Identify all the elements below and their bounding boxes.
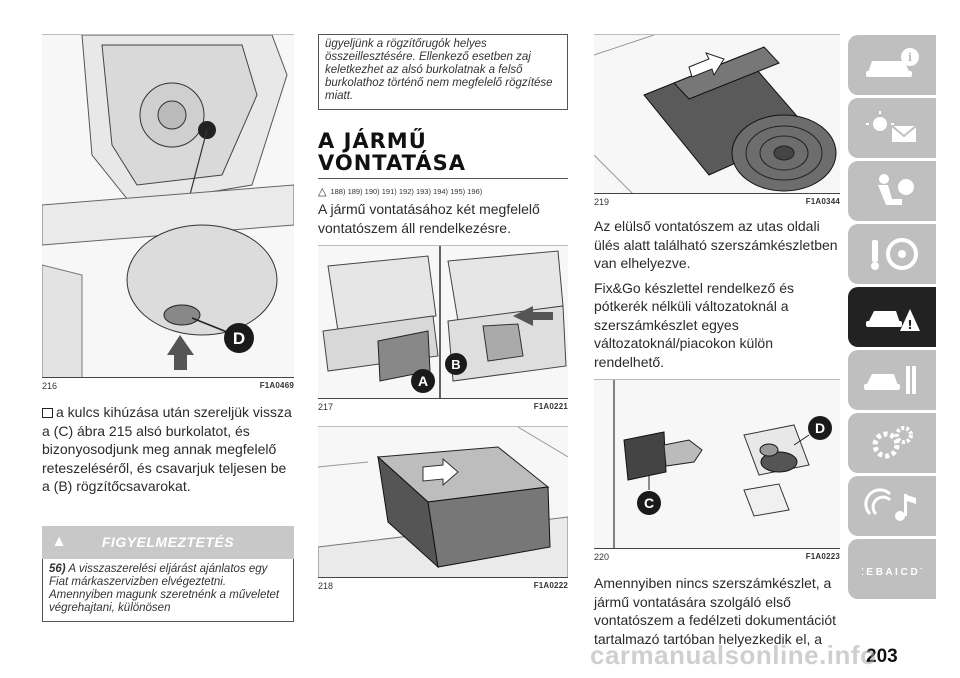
warning-triangle-icon: △ bbox=[318, 186, 327, 198]
gears-icon bbox=[872, 426, 913, 459]
warning-lights-icon bbox=[866, 111, 917, 142]
warning-continuation-box: ügyeljünk a rögzítőrugók helyes összeill… bbox=[318, 34, 568, 110]
key-steering-icon bbox=[871, 238, 918, 270]
figure-217: A B bbox=[318, 245, 568, 399]
tab-maintenance[interactable] bbox=[848, 350, 936, 410]
warning-header: ▲ FIGYELMEZTETÉS bbox=[42, 525, 294, 559]
emergency-tow-icon: ! bbox=[866, 309, 920, 332]
tab-safety[interactable] bbox=[848, 161, 936, 221]
figure-216-caption: 216 F1A0469 bbox=[42, 381, 294, 393]
reassembly-text: a kulcs kihúzása után szereljük vissza a… bbox=[42, 404, 292, 494]
index-letters: Z E B A I C D T bbox=[862, 567, 922, 578]
warning-refs: △ 188) 189) 190) 191) 192) 193) 194) 195… bbox=[318, 185, 568, 198]
chapter-sidebar: i ! Z E B A I C D T bbox=[848, 35, 936, 602]
figure-220-label-c: C bbox=[644, 495, 654, 511]
tab-technical-data[interactable] bbox=[848, 413, 936, 473]
warning-title: FIGYELMEZTETÉS bbox=[101, 534, 235, 550]
figure-218-caption: 218 F1A0222 bbox=[318, 581, 568, 593]
figure-217-label-b: B bbox=[451, 357, 460, 372]
warning-continuation-text: ügyeljünk a rögzítőrugók helyes összeill… bbox=[325, 38, 553, 102]
page-number: 203 bbox=[866, 646, 898, 667]
tab-car-info[interactable]: i bbox=[848, 35, 936, 95]
tow-eye-cover-illustration: C D bbox=[594, 380, 840, 548]
figure-219-number: 219 bbox=[594, 197, 610, 207]
figure-216-label-d: D bbox=[233, 329, 245, 348]
figure-218-code: F1A0222 bbox=[533, 581, 568, 590]
tab-warning-lights[interactable] bbox=[848, 98, 936, 158]
col3-text-top: Az elülső vontatószem az utas oldali ülé… bbox=[594, 217, 840, 371]
figure-220-code: F1A0223 bbox=[805, 552, 840, 561]
figure-218-number: 218 bbox=[318, 581, 334, 591]
figure-220-number: 220 bbox=[594, 552, 610, 562]
warning-refs-text: 188) 189) 190) 191) 192) 193) 194) 195) … bbox=[330, 187, 483, 196]
warning-number: 56) bbox=[49, 562, 66, 575]
figure-216-number: 216 bbox=[42, 381, 58, 391]
column-1: D 216 F1A0469 a kulcs kihúzása után szer… bbox=[42, 34, 294, 622]
rolled-toolkit-illustration bbox=[594, 35, 840, 193]
towing-intro: A jármű vontatásához két megfelelő vonta… bbox=[318, 201, 540, 236]
section-rule bbox=[318, 178, 568, 179]
column-2: ügyeljünk a rögzítőrugók helyes összeill… bbox=[318, 34, 568, 593]
figure-219-caption: 219 F1A0344 bbox=[594, 197, 840, 209]
svg-text:!: ! bbox=[907, 318, 912, 332]
figure-220: C D bbox=[594, 379, 840, 549]
figure-220-label-d: D bbox=[815, 420, 825, 436]
no-toolkit-text: Amennyiben nincs szerszámkészlet, a járm… bbox=[594, 575, 837, 647]
steering-column-illustration: D bbox=[42, 35, 294, 377]
figure-217-code: F1A0221 bbox=[533, 402, 568, 411]
checkbox-icon bbox=[42, 408, 53, 418]
car-info-icon: i bbox=[866, 48, 919, 77]
figure-219 bbox=[594, 34, 840, 194]
warning-box: 56) A visszaszerelési eljárást ajánlatos… bbox=[42, 558, 294, 622]
section-title-line1: A JÁRMŰ bbox=[318, 129, 427, 153]
warning-text: A visszaszerelési eljárást ajánlatos egy… bbox=[49, 562, 280, 614]
tab-starting-driving[interactable] bbox=[848, 224, 936, 284]
watermark: carmanualsonline.info bbox=[590, 640, 877, 670]
fixgo-text: Fix&Go készlettel rendelkező és pótkerék… bbox=[594, 279, 794, 370]
column-3: 219 F1A0344 Az elülső vontatószem az uta… bbox=[594, 34, 840, 648]
tab-emergency[interactable]: ! bbox=[848, 287, 936, 347]
alphabetical-index-icon: Z E B A I C D T bbox=[862, 567, 922, 578]
figure-219-code: F1A0344 bbox=[805, 197, 840, 206]
tab-multimedia[interactable] bbox=[848, 476, 936, 536]
figure-217-label-a: A bbox=[418, 373, 428, 389]
figure-218 bbox=[318, 426, 568, 578]
tab-index[interactable]: Z E B A I C D T bbox=[848, 539, 936, 599]
media-music-icon bbox=[864, 488, 916, 521]
figure-217-caption: 217 F1A0221 bbox=[318, 402, 568, 414]
section-title-line2: VONTATÁSA bbox=[318, 151, 466, 175]
toolkit-case-illustration bbox=[318, 427, 568, 577]
figure-220-caption: 220 F1A0223 bbox=[594, 552, 840, 564]
svg-text:i: i bbox=[908, 51, 912, 64]
car-warning-icon: ▲ bbox=[51, 533, 67, 550]
figure-216: D bbox=[42, 34, 294, 378]
figure-216-code: F1A0469 bbox=[259, 381, 294, 390]
section-title: A JÁRMŰ VONTATÁSA bbox=[318, 130, 568, 174]
airbag-seat-icon bbox=[878, 174, 914, 205]
car-tools-icon bbox=[864, 366, 916, 394]
seat-toolkit-illustration: A B bbox=[318, 246, 568, 398]
figure-217-number: 217 bbox=[318, 402, 334, 412]
col1-paragraph: a kulcs kihúzása után szereljük vissza a… bbox=[42, 403, 294, 496]
tow-eye-location-text: Az elülső vontatószem az utas oldali ülé… bbox=[594, 218, 838, 271]
